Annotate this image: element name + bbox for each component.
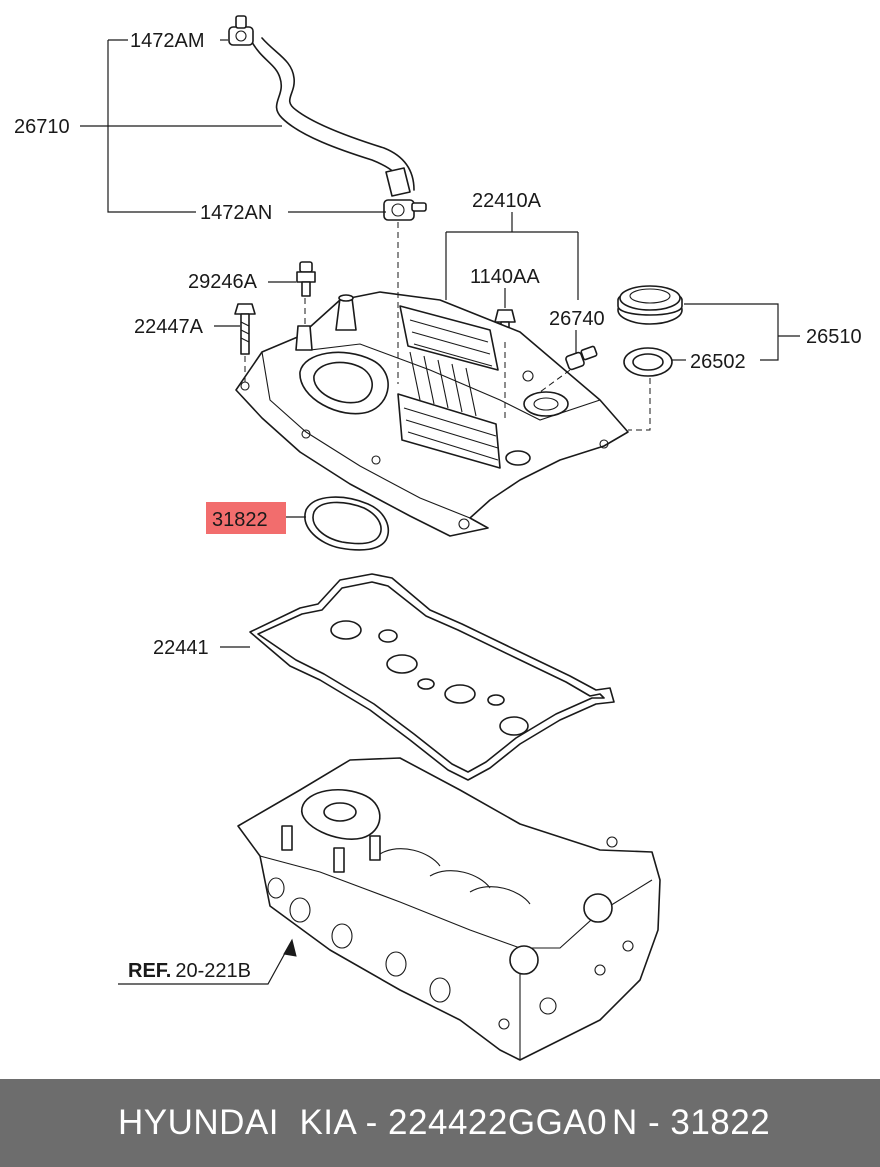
label-22441: 22441 bbox=[153, 637, 209, 659]
pcv-valve-26740 bbox=[565, 345, 598, 371]
label-29246a: 29246A bbox=[188, 271, 258, 293]
part-number-footer: HYUNDAI KIA - 224422GGA0 N - 31822 bbox=[0, 1079, 880, 1167]
oil-filler-cap-26510 bbox=[617, 285, 683, 325]
label-ref: REF.20-221B bbox=[128, 960, 251, 982]
cap-gasket-26502 bbox=[623, 347, 673, 377]
alignment-lines bbox=[244, 222, 651, 431]
bolt-22447a bbox=[234, 303, 256, 355]
label-26740: 26740 bbox=[549, 308, 605, 330]
hose-clamp-1472am bbox=[228, 15, 254, 46]
label-1472am: 1472AM bbox=[130, 30, 205, 52]
gasket-31822 bbox=[304, 496, 390, 551]
hose-clamp-1472an bbox=[383, 199, 427, 221]
label-22410a: 22410A bbox=[472, 190, 542, 212]
breather-hose-26710 bbox=[251, 37, 415, 197]
label-31822: 31822 bbox=[212, 509, 268, 531]
stud-29246a bbox=[296, 261, 316, 297]
highlight-box-31822 bbox=[206, 502, 286, 534]
leader-lines bbox=[80, 39, 800, 985]
cylinder-head-cover-22410a bbox=[235, 291, 629, 537]
label-26710: 26710 bbox=[14, 116, 70, 138]
label-26510: 26510 bbox=[806, 326, 862, 348]
label-1140aa: 1140AA bbox=[470, 266, 540, 288]
label-ref-code: 20-221B bbox=[175, 960, 251, 982]
label-22447a: 22447A bbox=[134, 316, 204, 338]
footer-diagram-number: N - 31822 bbox=[612, 1103, 771, 1142]
cover-gasket-22441 bbox=[249, 573, 615, 781]
cylinder-head-reference bbox=[237, 757, 661, 1061]
exploded-parts-diagram: 1472AM 26710 1472AN 22410A 1140AA 29246A… bbox=[14, 15, 862, 1061]
label-26502: 26502 bbox=[690, 351, 746, 373]
label-ref-prefix: REF. bbox=[128, 960, 171, 982]
label-1472an: 1472AN bbox=[200, 202, 272, 224]
footer-brand-part-number: HYUNDAI KIA - 224422GGA0 bbox=[118, 1103, 608, 1142]
